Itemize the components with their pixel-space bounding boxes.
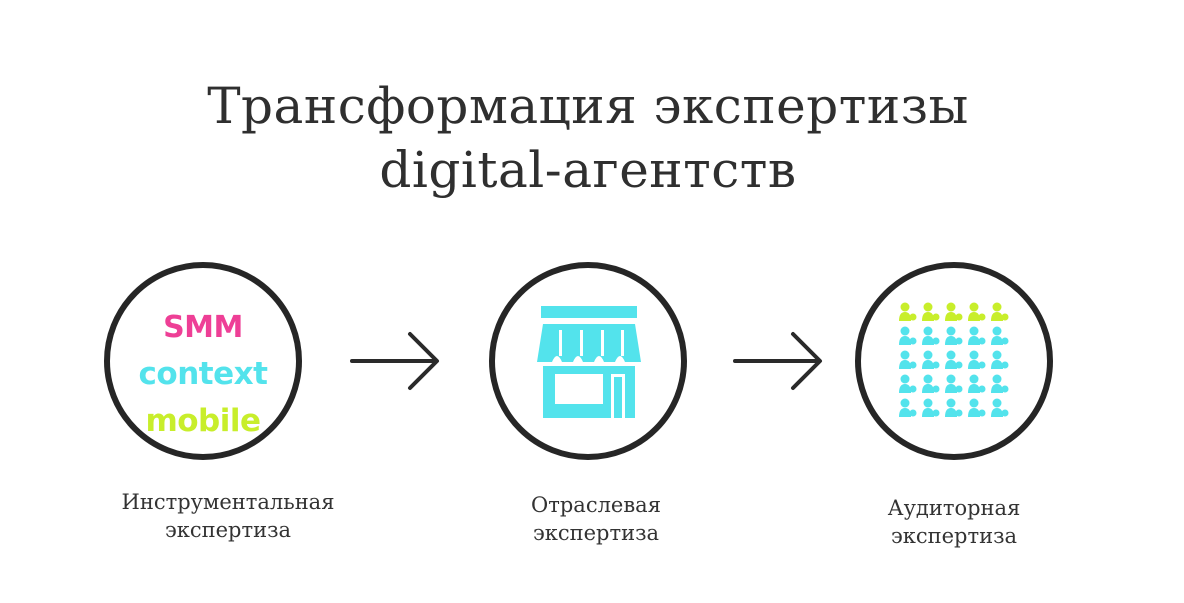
person-icon	[899, 398, 917, 417]
stage-audience-circle	[855, 262, 1053, 460]
channel-mobile: mobile	[145, 403, 261, 439]
person-icon	[945, 326, 963, 345]
caption-instrumental: Инструментальная экспертиза	[96, 488, 360, 544]
channel-context: context	[138, 356, 268, 392]
person-icon	[991, 374, 1009, 393]
person-icon	[922, 398, 940, 417]
person-icon	[899, 326, 917, 345]
caption-instrumental-line-1: Инструментальная	[121, 490, 335, 514]
person-icon	[922, 302, 940, 321]
person-icon	[945, 350, 963, 369]
caption-industry-line-1: Отраслевая	[531, 493, 661, 517]
channels-text-icon: SMM context mobile	[110, 304, 296, 445]
caption-audience: Аудиторная экспертиза	[836, 494, 1072, 550]
caption-industry-line-2: экспертиза	[532, 521, 660, 545]
caption-audience-line-1: Аудиторная	[887, 496, 1021, 520]
storefront-icon	[537, 306, 641, 418]
title-line-2: digital-агентств	[379, 141, 797, 199]
person-icon	[922, 326, 940, 345]
caption-industry: Отраслевая экспертиза	[476, 491, 716, 547]
title-line-1: Трансформация экспертизы	[207, 77, 969, 135]
audience-grid-icon	[899, 302, 1009, 417]
person-icon	[991, 302, 1009, 321]
channel-smm: SMM	[163, 310, 243, 345]
person-icon	[991, 350, 1009, 369]
stage-instrumental-circle: SMM context mobile	[104, 262, 302, 460]
arrow-right-icon	[733, 332, 822, 390]
person-icon	[991, 326, 1009, 345]
person-icon	[968, 326, 986, 345]
person-icon	[968, 302, 986, 321]
arrow-right-icon	[350, 332, 439, 390]
diagram-title: Трансформация экспертизы digital-агентст…	[120, 74, 1056, 202]
person-icon	[945, 398, 963, 417]
person-icon	[968, 374, 986, 393]
person-icon	[922, 350, 940, 369]
person-icon	[899, 374, 917, 393]
caption-instrumental-line-2: экспертиза	[164, 518, 292, 542]
person-icon	[968, 350, 986, 369]
person-icon	[899, 350, 917, 369]
person-icon	[968, 398, 986, 417]
person-icon	[991, 398, 1009, 417]
person-icon	[922, 374, 940, 393]
person-icon	[945, 302, 963, 321]
person-icon	[899, 302, 917, 321]
person-icon	[945, 374, 963, 393]
caption-audience-line-2: экспертиза	[890, 524, 1018, 548]
stage-industry-circle	[489, 262, 687, 460]
